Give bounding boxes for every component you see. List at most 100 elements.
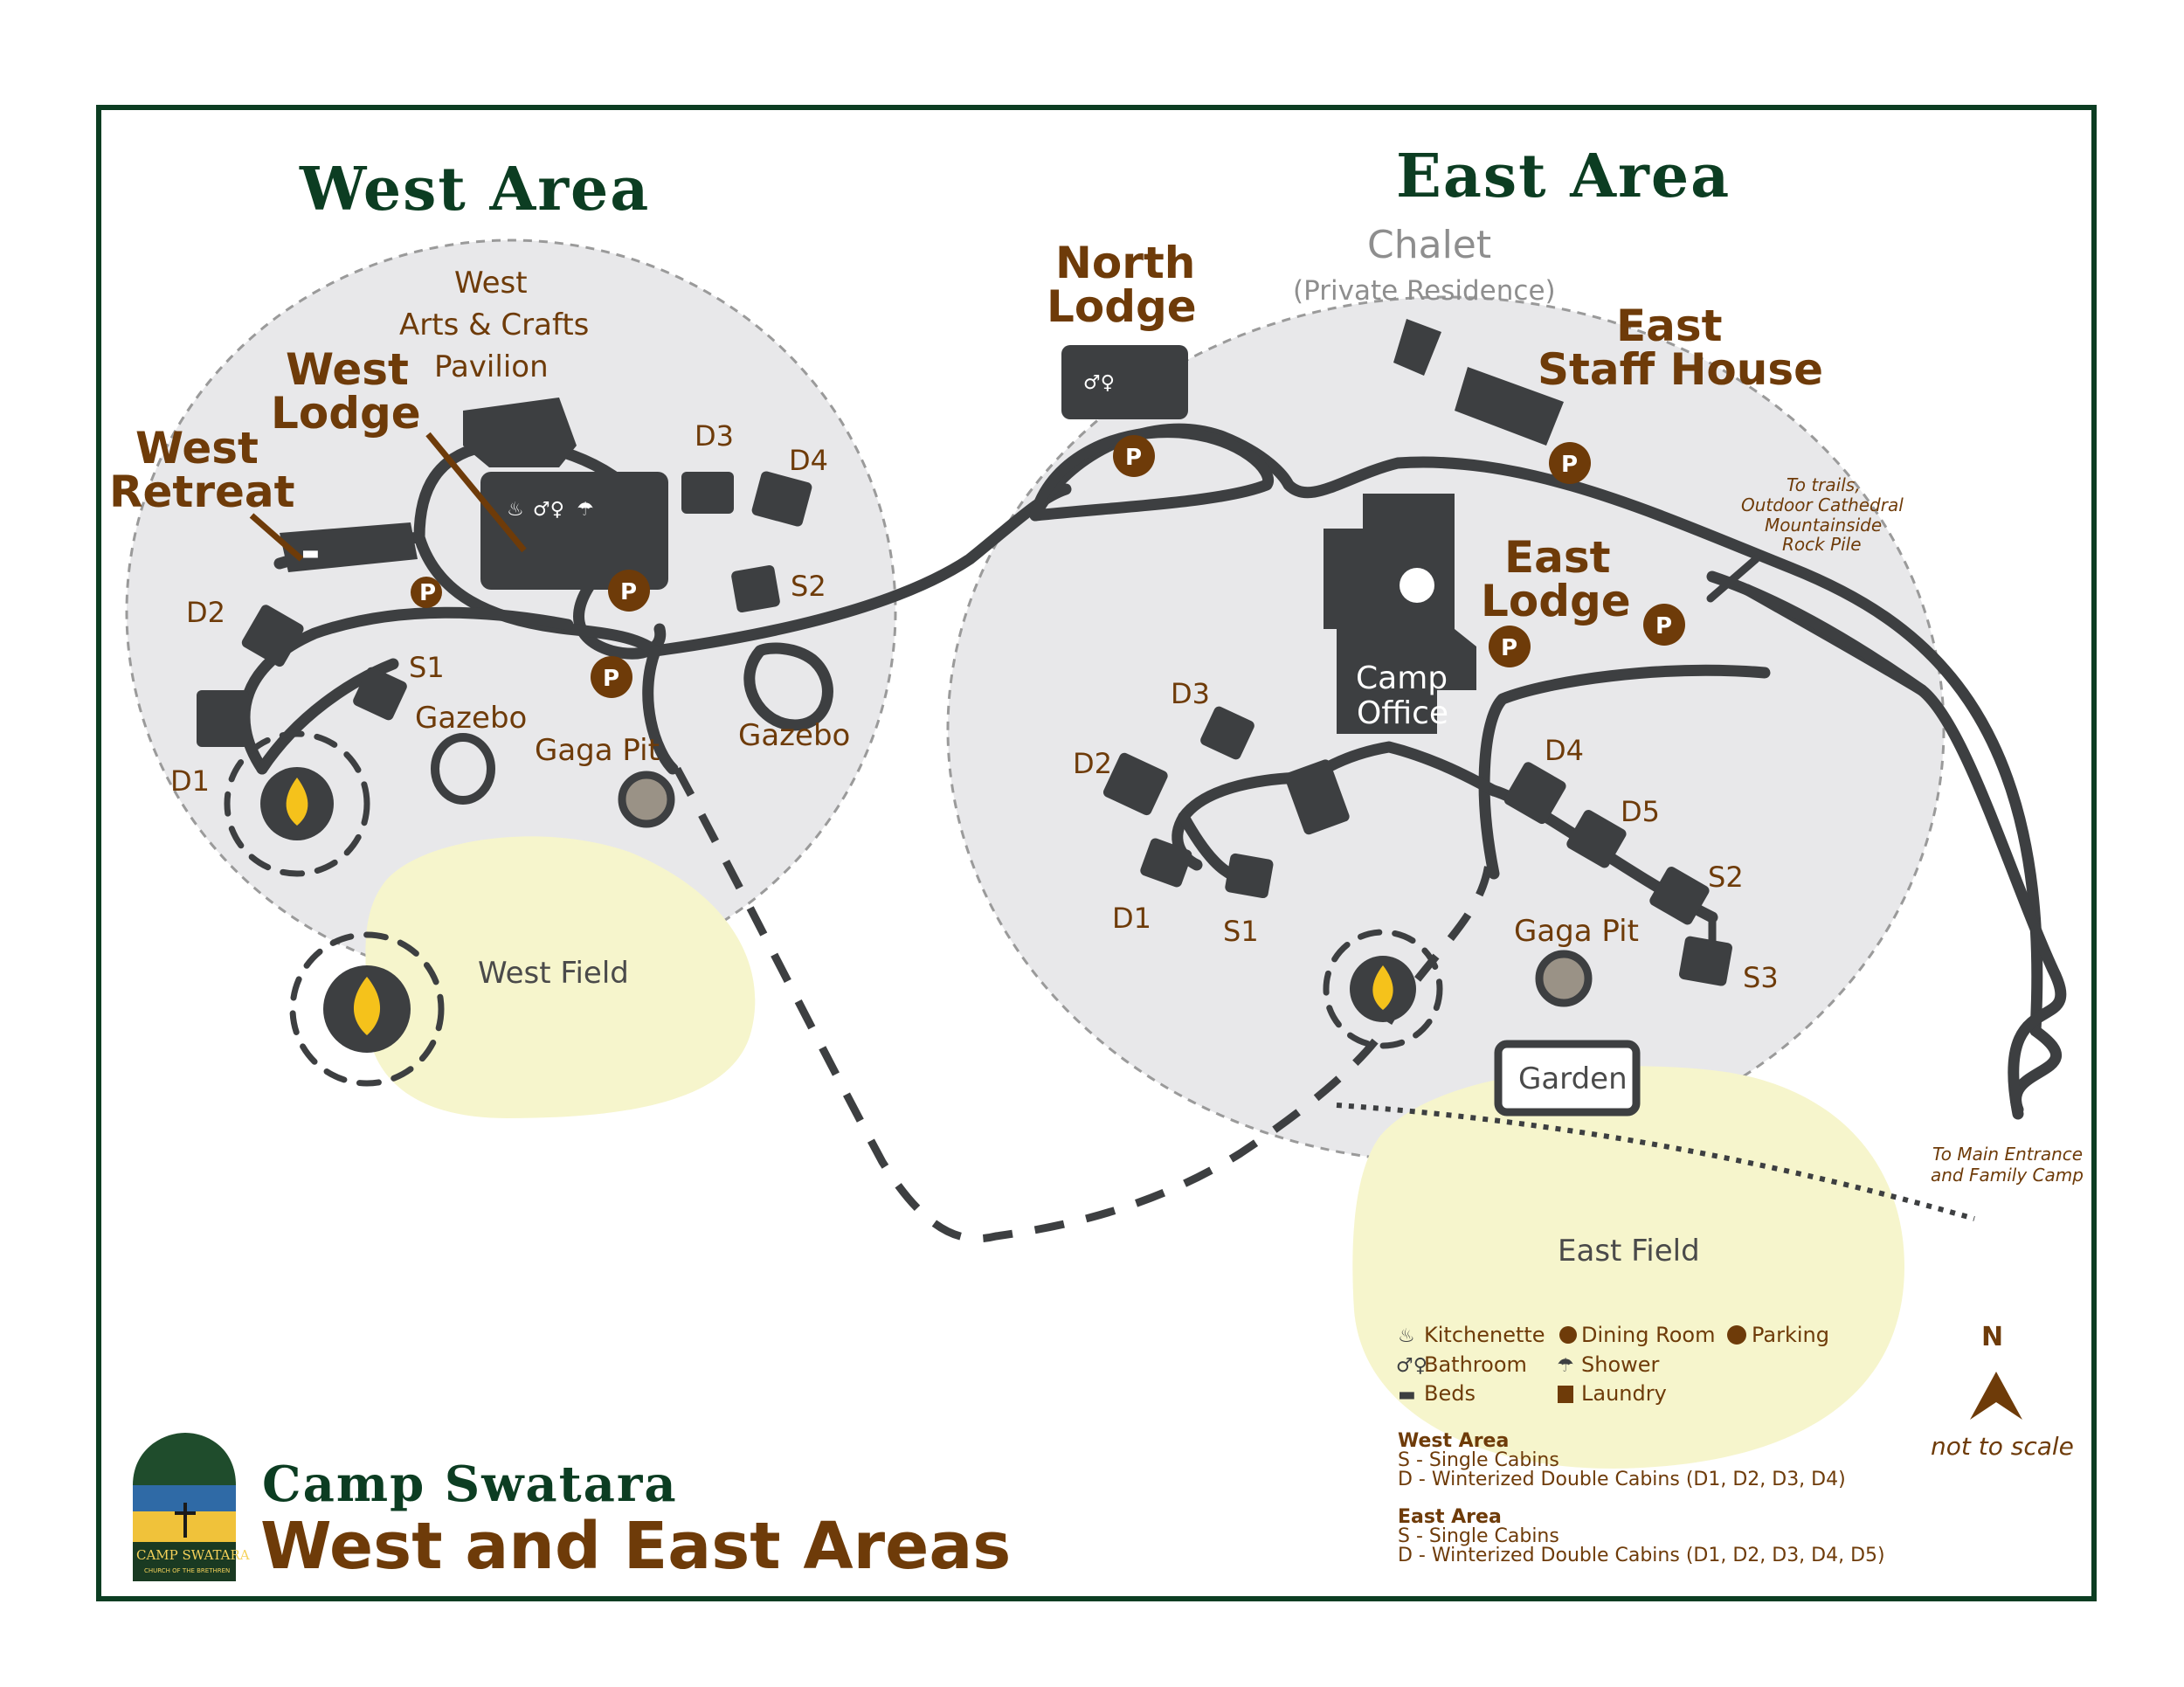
key-west-heading: West Area bbox=[1398, 1430, 1509, 1452]
camp-swatara-logo bbox=[133, 1433, 236, 1581]
east-field-label: East Field bbox=[1558, 1234, 1700, 1269]
east-s2-cabin bbox=[1649, 867, 1710, 925]
east-s1-cabin bbox=[1225, 853, 1274, 899]
west-arts-crafts-label: Pavilion bbox=[434, 349, 549, 384]
legend-beds: Beds bbox=[1424, 1381, 1476, 1406]
main-entrance-note: and Family Camp bbox=[1931, 1165, 2084, 1186]
west-arts-crafts-label: West bbox=[454, 266, 528, 301]
west-gazebo-left-label: Gazebo bbox=[415, 701, 527, 736]
east-d4-cabin bbox=[1503, 762, 1566, 825]
west-s2-label: S2 bbox=[791, 570, 826, 603]
trails-note: Mountainside bbox=[1765, 515, 1882, 536]
legend-kitchenette: Kitchenette bbox=[1424, 1323, 1545, 1347]
key-west-double: D - Winterized Double Cabins (D1, D2, D3… bbox=[1398, 1469, 1846, 1490]
campfire-ring bbox=[1323, 929, 1443, 1049]
parking-icon bbox=[591, 656, 632, 698]
west-gazebo-right-label: Gazebo bbox=[738, 718, 850, 753]
east-staff-house-label: Staff House bbox=[1538, 344, 1823, 395]
east-s1-label: S1 bbox=[1223, 915, 1259, 948]
legend-bathroom: Bathroom bbox=[1424, 1352, 1527, 1377]
east-d3-label: D3 bbox=[1171, 677, 1210, 710]
parking-icon bbox=[1489, 626, 1531, 667]
trails-note: Rock Pile bbox=[1782, 534, 1862, 555]
west-south-road bbox=[642, 645, 679, 775]
logo-subtext: CHURCH OF THE BRETHREN bbox=[144, 1567, 230, 1574]
laundry-icon bbox=[1558, 1386, 1573, 1403]
dining-icon bbox=[1400, 568, 1434, 603]
parking-icon bbox=[1113, 435, 1155, 477]
west-arts-crafts-pavilion bbox=[463, 398, 577, 467]
campfire-icon bbox=[286, 778, 308, 826]
east-staff-house-label: East bbox=[1616, 301, 1723, 351]
kitchenette-icon: ♨ bbox=[1398, 1325, 1415, 1347]
west-gaga-pit-label: Gaga Pit bbox=[535, 733, 660, 768]
east-d4-label: D4 bbox=[1545, 734, 1584, 767]
west-lodge-label: Lodge bbox=[271, 388, 421, 439]
east-d1-label: D1 bbox=[1112, 902, 1151, 935]
parking-letter: P bbox=[603, 666, 619, 692]
east-connector bbox=[1706, 570, 1928, 696]
north-lodge-label: North bbox=[1055, 238, 1195, 288]
campfire-ring bbox=[224, 730, 370, 877]
chalet-note: (Private Residence) bbox=[1293, 275, 1556, 307]
east-lodge-label: Lodge bbox=[1481, 576, 1631, 626]
west-gaga-pit bbox=[618, 771, 675, 828]
parking-icon bbox=[1727, 1325, 1746, 1345]
parking-icon bbox=[608, 570, 650, 612]
trail-spur bbox=[1706, 555, 1760, 603]
campfire-ring bbox=[289, 931, 445, 1087]
campfire-icon bbox=[353, 977, 381, 1035]
legend-parking: Parking bbox=[1752, 1323, 1829, 1347]
legend-dining-room: Dining Room bbox=[1581, 1323, 1715, 1347]
east-gaga-pit bbox=[1535, 950, 1593, 1007]
key-east-double: D - Winterized Double Cabins (D1, D2, D3… bbox=[1398, 1545, 1885, 1566]
bed-icon: ▬ bbox=[301, 543, 320, 564]
west-d2-cabin bbox=[241, 605, 304, 667]
parking-letter: P bbox=[620, 579, 637, 605]
shower-icon: ☂ bbox=[577, 499, 594, 521]
west-area-title: West Area bbox=[299, 155, 650, 225]
west-s2-cabin bbox=[731, 564, 780, 613]
west-gazebo-left bbox=[431, 733, 495, 805]
east-d2-label: D2 bbox=[1073, 747, 1112, 780]
parking-letter: P bbox=[419, 580, 436, 606]
compass-north-label: N bbox=[1981, 1322, 2003, 1352]
garden-box bbox=[1494, 1040, 1641, 1117]
east-d1-cabin bbox=[1140, 838, 1192, 888]
bathroom-icon: ♂♀ bbox=[1083, 372, 1115, 394]
chalet-label: Chalet bbox=[1367, 223, 1491, 267]
scale-note: not to scale bbox=[1931, 1432, 2074, 1461]
east-d2-cabin bbox=[1102, 752, 1168, 816]
shower-icon: ☂ bbox=[1557, 1355, 1574, 1377]
north-lodge-label: Lodge bbox=[1047, 281, 1197, 332]
west-d1-cabin bbox=[197, 690, 249, 747]
dotted-path-entrance bbox=[1336, 1103, 1975, 1221]
trails-note: To trails, bbox=[1787, 474, 1861, 495]
chalet-building bbox=[1393, 319, 1441, 376]
east-d3-cabin bbox=[1200, 706, 1254, 760]
parking-letter: P bbox=[1501, 635, 1517, 661]
logo-text: CAMP SWATARA bbox=[136, 1547, 250, 1563]
west-d4-cabin bbox=[751, 471, 812, 527]
east-d5-cabin bbox=[1566, 810, 1627, 868]
west-d3-label: D3 bbox=[695, 419, 734, 453]
east-area-title: East Area bbox=[1396, 142, 1731, 211]
legend-shower: Shower bbox=[1581, 1352, 1660, 1377]
gazebo-right-loop bbox=[743, 642, 833, 731]
west-lodge-building bbox=[480, 472, 668, 590]
parking-icon bbox=[1549, 442, 1591, 484]
west-lodge-pointer bbox=[425, 432, 527, 553]
camp-office-label: Camp bbox=[1356, 660, 1448, 696]
west-retreat-label: West bbox=[135, 423, 259, 474]
parking-letter: P bbox=[1561, 452, 1578, 478]
bathroom-icon: ♂♀ bbox=[533, 499, 564, 521]
west-d4-label: D4 bbox=[789, 444, 828, 477]
west-arts-crafts-label: Arts & Crafts bbox=[399, 308, 589, 342]
west-retreat-label: Retreat bbox=[109, 467, 295, 517]
trails-note: Outdoor Cathedral bbox=[1741, 494, 1904, 515]
east-lodge-label: East bbox=[1504, 532, 1611, 583]
west-field-label: West Field bbox=[478, 956, 629, 991]
east-d5-label: D5 bbox=[1621, 795, 1660, 828]
